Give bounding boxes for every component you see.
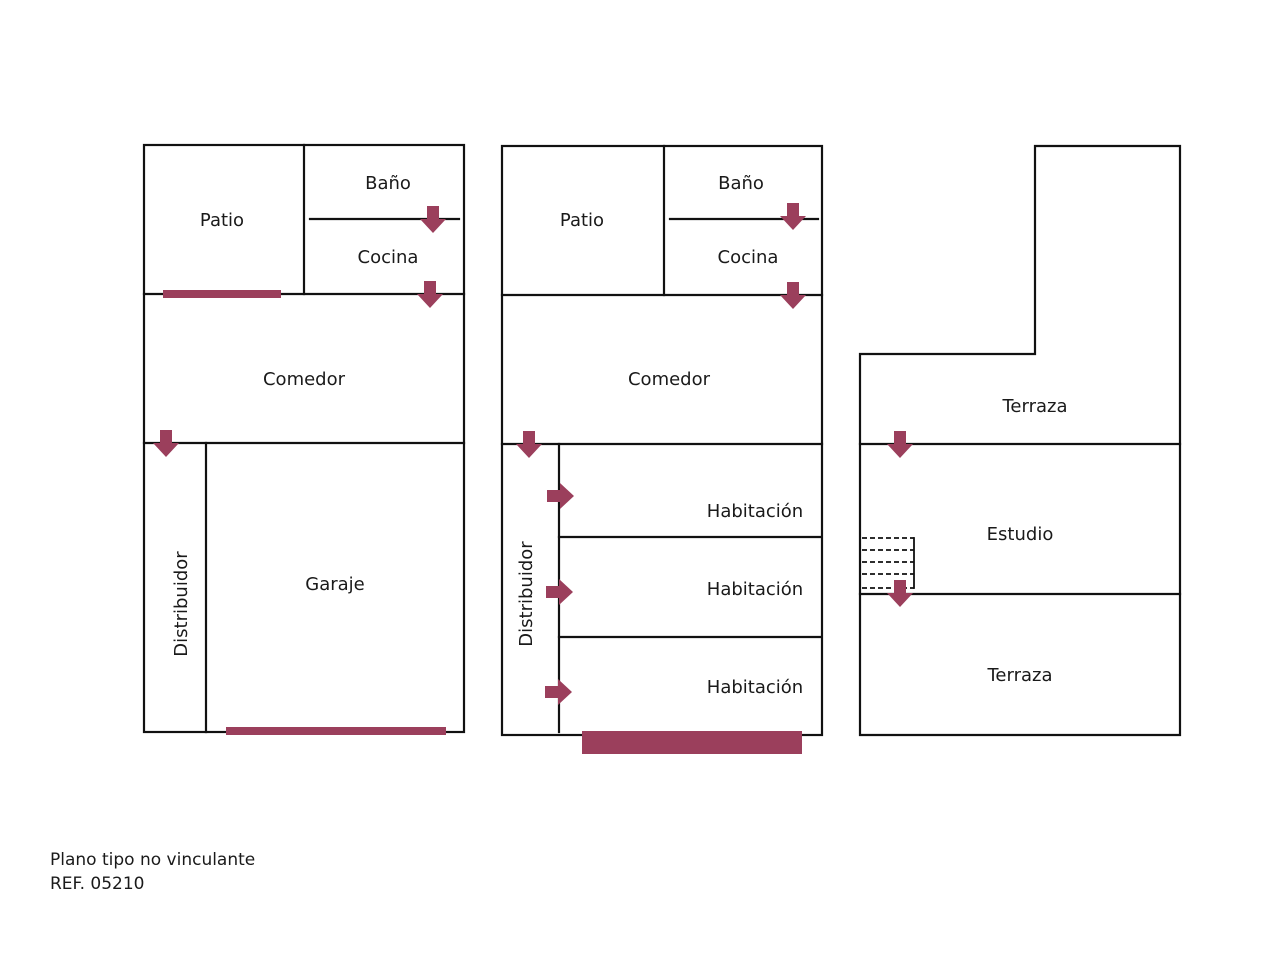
arrow-right-icon (546, 579, 573, 605)
room-label-cocina: Cocina (358, 247, 419, 268)
room-label-comedor: Comedor (628, 369, 711, 390)
floor-1-access-arrows (153, 206, 446, 457)
room-label-terraza: Terraza (986, 665, 1052, 686)
floor-3-walls (858, 144, 1182, 737)
arrow-down-icon (887, 580, 913, 607)
arrow-down-icon (153, 430, 179, 457)
floor-2-openings (582, 731, 802, 754)
plan-footer: Plano tipo no vinculante REF. 05210 (50, 848, 255, 896)
room-label-comedor: Comedor (263, 369, 346, 390)
room-label-estudio: Estudio (987, 524, 1054, 545)
room-label-distribuidor: Distribuidor (516, 541, 537, 647)
floor-2-access-arrows (516, 203, 806, 705)
room-label-habitacion: Habitación (707, 579, 803, 600)
room-label-patio: Patio (200, 210, 244, 231)
balcony-window (582, 731, 802, 754)
room-label-cocina: Cocina (718, 247, 779, 268)
staircase (862, 537, 915, 589)
arrow-right-icon (545, 679, 572, 705)
room-label-garaje: Garaje (305, 574, 364, 595)
room-label-bano: Baño (718, 173, 764, 194)
room-label-patio: Patio (560, 210, 604, 231)
arrow-down-icon (417, 281, 443, 308)
arrow-right-icon (547, 483, 574, 509)
floor-1-walls (142, 143, 466, 734)
reference-number: REF. 05210 (50, 874, 145, 894)
floor-plan-1: Patio Baño Cocina Comedor Distribuidor G… (142, 143, 466, 735)
room-label-distribuidor: Distribuidor (171, 551, 192, 657)
floor-2-walls (500, 144, 824, 737)
disclaimer-text: Plano tipo no vinculante (50, 850, 256, 870)
floor-plan-2: Patio Baño Cocina Comedor Distribuidor H… (500, 144, 824, 754)
room-label-habitacion: Habitación (707, 501, 803, 522)
arrow-down-icon (420, 206, 446, 233)
arrow-down-icon (887, 431, 913, 458)
floor-1-openings (163, 290, 446, 735)
arrow-down-icon (780, 203, 806, 230)
floor-3-access-arrows (887, 431, 913, 607)
arrow-down-icon (516, 431, 542, 458)
room-label-bano: Baño (365, 173, 411, 194)
arrow-down-icon (780, 282, 806, 309)
room-label-habitacion: Habitación (707, 677, 803, 698)
room-label-terraza: Terraza (1001, 396, 1067, 417)
floor-plan-3: Terraza Estudio Terraza (858, 144, 1182, 737)
